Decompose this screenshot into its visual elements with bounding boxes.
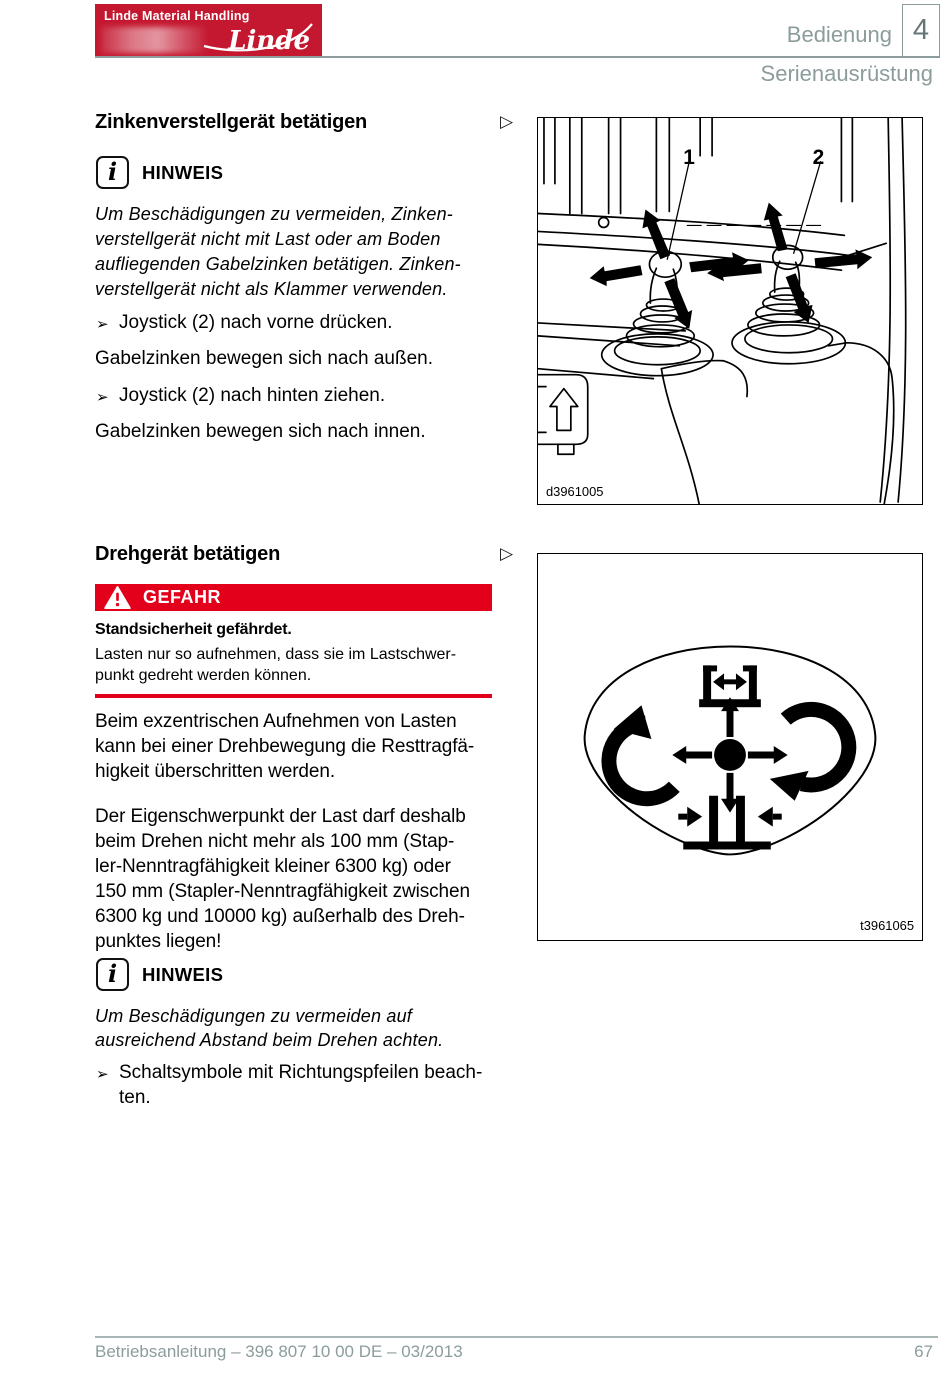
danger-text-line: Lasten nur so aufnehmen, dass sie im Las… [95,646,457,663]
note-text-line: verstellgerät nicht als Klammer verwende… [95,279,448,299]
step-bullet-icon: ➢ [96,389,109,406]
danger-text-line: punkt gedreht werden können. [95,667,312,684]
paragraph-line: Der Eigenschwerpunkt der Last darf desha… [95,806,466,827]
paragraph-line: 150 mm (Stapler-Nenntragfähigkeit zwisch… [95,881,470,902]
step-action: Joystick (2) nach hinten ziehen. [119,385,386,406]
danger-label: GEFAHR [143,587,222,607]
figure-rotation-symbols: t3961065 [537,553,923,941]
paragraph-line: punktes liegen! [95,931,222,952]
page-subtitle: Serienausrüstung [760,61,933,86]
note-text-line: Um Beschädigungen zu vermeiden, Zinken- [95,204,453,224]
note-label: HINWEIS [142,963,224,985]
section2-title: Drehgerät betätigen [95,543,281,565]
step-bullet-icon: ➢ [96,316,109,333]
note-header: i HINWEIS [96,156,223,189]
figure-code: t3961065 [860,918,914,933]
info-icon: i [96,156,129,189]
paragraph-line: higkeit überschritten werden. [95,761,336,782]
logo-swoosh-icon [203,23,313,52]
section1-title: Zinkenverstellgerät betätigen [95,111,368,133]
chapter-number-box: 4 [902,4,940,56]
paragraph-line: Beim exzentrischen Aufnehmen von Lasten [95,711,457,732]
paragraph-line: kann bei einer Drehbewegung die Resttrag… [95,736,475,757]
figure-joysticks: 1 2 d3961005 [537,117,923,505]
step-action: Joystick (2) nach vorne drücken. [119,312,393,333]
note-text-line: Um Beschädigungen zu vermeiden auf [95,1006,412,1026]
info-icon: i [96,958,129,991]
danger-heading: Standsicherheit gefährdet. [95,621,292,638]
triangle-marker-icon: ▷ [500,544,514,563]
footer-page-number: 67 [914,1342,933,1361]
note-text-line: verstellgerät nicht mit Last oder am Bod… [95,229,441,249]
step-action: Schaltsymbole mit Richtungspfeilen beach… [119,1062,483,1083]
step-result: Gabelzinken bewegen sich nach außen. [95,348,434,369]
warning-triangle-icon [104,586,131,609]
figure-label-2: 2 [813,146,825,169]
joystick-illustration: 1 2 d3961005 [538,118,907,504]
linde-logo: Linde Material Handling Linde [95,4,322,57]
triangle-marker-icon: ▷ [500,112,514,131]
note-header: i HINWEIS [96,958,223,991]
step-action: ten. [119,1087,151,1108]
step-result: Gabelzinken bewegen sich nach innen. [95,421,426,442]
paragraph-line: beim Drehen nicht mehr als 100 mm (Stap- [95,831,455,852]
linde-script-logo: Linde [228,26,310,56]
brand-line: Linde Material Handling [104,9,250,23]
step-bullet-icon: ➢ [96,1066,109,1083]
figure-label-1: 1 [683,146,695,169]
chapter-title: Bedienung [786,22,892,47]
chapter-number: 4 [912,14,930,46]
paragraph-line: ler-Nenntragfähigkeit kleiner 6300 kg) o… [95,856,451,877]
footer-rule [95,1336,938,1338]
note-label: HINWEIS [142,161,224,183]
danger-rule [95,694,492,698]
note-text-line: aufliegenden Gabelzinken betätigen. Zink… [95,254,461,274]
danger-banner: GEFAHR [95,584,492,611]
redacted-text-block [101,27,205,53]
rotation-symbol-illustration: t3961065 [583,645,914,933]
paragraph-line: 6300 kg und 10000 kg) außerhalb des Dreh… [95,906,465,927]
footer-doc-info: Betriebsanleitung – 396 807 10 00 DE – 0… [95,1342,463,1361]
note-text-line: ausreichend Abstand beim Drehen achten. [95,1030,444,1050]
figure-code: d3961005 [546,484,604,499]
header-rule [95,56,940,58]
